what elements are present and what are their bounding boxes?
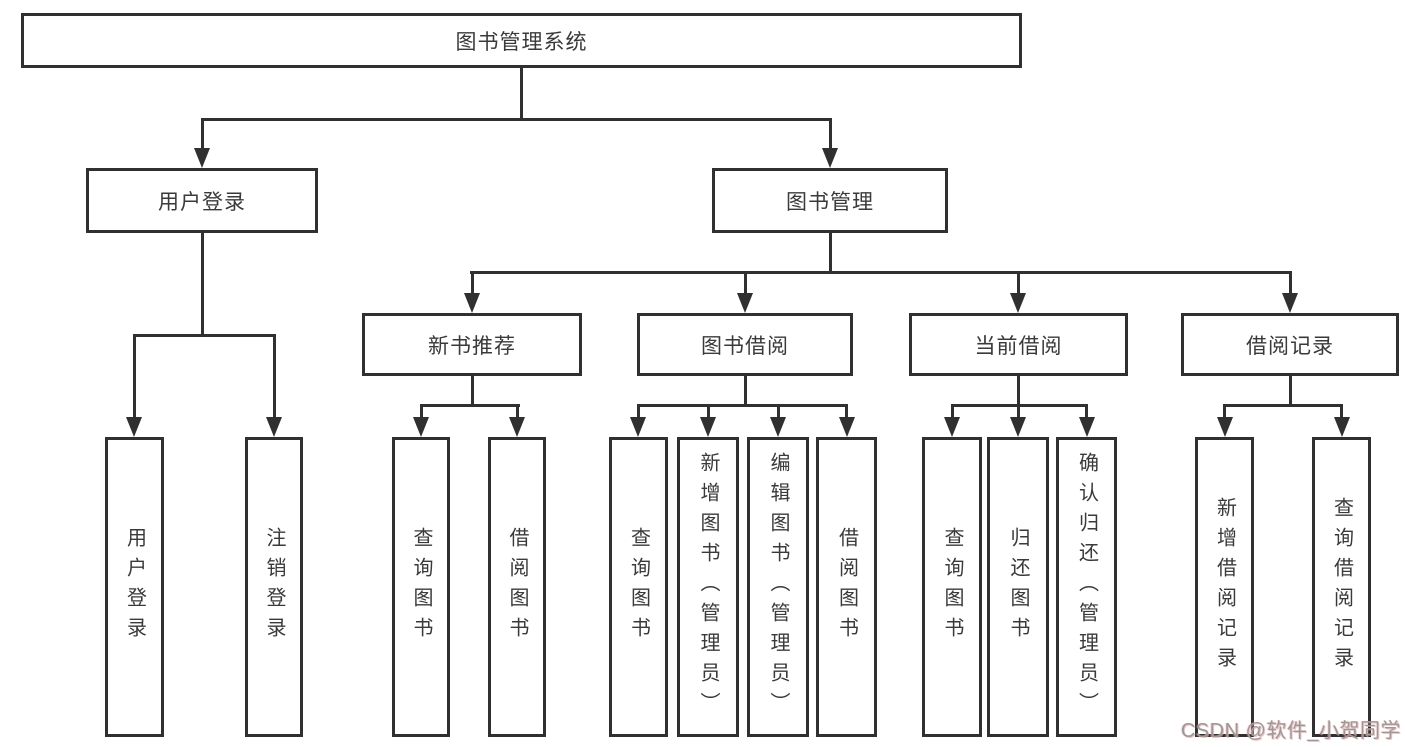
arrowhead-borrow-records (1282, 293, 1298, 313)
connector-arm-leaf-add-book (706, 404, 710, 419)
connector-arm-new-book-recommend (470, 271, 474, 295)
leaf-edit-book-label: 编辑图书（管理员） (767, 452, 789, 722)
connector-arm-leaf-confirm-return (1085, 404, 1088, 419)
arrowhead-leaf-user-login (126, 417, 142, 437)
connector-arm-leaf-return-book (1016, 404, 1020, 419)
node-current-borrowing: 当前借阅 (909, 313, 1128, 376)
connector-arm-leaf-query-book-3 (950, 404, 954, 419)
leaf-return-book-label: 归还图书 (1007, 527, 1029, 647)
leaf-confirm-return: 确认归还（管理员） (1056, 437, 1117, 737)
arrowhead-leaf-confirm-return (1078, 417, 1095, 437)
connector-user-login-split (132, 334, 276, 337)
connector-arm-current-borrowing (1016, 271, 1020, 295)
connector-arm-leaf-query-book-2 (637, 404, 640, 419)
leaf-borrow-book-2-label: 借阅图书 (835, 527, 858, 647)
arrowhead-leaf-borrow-book-2 (838, 417, 855, 437)
arrowhead-leaf-add-borrow-record (1216, 417, 1233, 437)
connector-arm-leaf-query-book-1 (419, 404, 423, 419)
node-book-management: 图书管理 (712, 168, 948, 233)
connector-arm-leaf-borrow-book-1 (515, 404, 519, 419)
leaf-query-borrow-record-label: 查询借阅记录 (1330, 497, 1353, 677)
leaf-query-borrow-record: 查询借阅记录 (1312, 437, 1371, 737)
leaf-add-book: 新增图书（管理员） (677, 437, 739, 737)
connector-arm-borrow-records (1288, 271, 1292, 295)
leaf-logout: 注销登录 (245, 437, 303, 737)
leaf-query-book-3-label: 查询图书 (941, 527, 963, 647)
arrowhead-book-management (822, 148, 838, 168)
leaf-query-book-2: 查询图书 (609, 437, 668, 737)
node-book-management-label: 图书管理 (786, 190, 874, 214)
node-user-login-label: 用户登录 (158, 190, 246, 214)
arrowhead-book-borrowing (737, 293, 753, 313)
connector-arm-user-login (200, 118, 204, 150)
leaf-user-login: 用户登录 (105, 437, 164, 737)
connector-arm-leaf-user-login (132, 334, 136, 419)
leaf-add-borrow-record-label: 新增借阅记录 (1213, 497, 1236, 677)
node-borrow-records: 借阅记录 (1181, 313, 1399, 376)
leaf-query-book-1: 查询图书 (392, 437, 450, 737)
leaf-add-borrow-record: 新增借阅记录 (1195, 437, 1254, 737)
connector-book-borrowing-stub (743, 376, 747, 406)
connector-arm-book-management (828, 118, 832, 150)
leaf-query-book-2-label: 查询图书 (627, 527, 650, 647)
connector-borrow-records-stub (1288, 376, 1292, 406)
leaf-user-login-label: 用户登录 (123, 527, 146, 647)
leaf-add-book-label: 新增图书（管理员） (697, 452, 719, 722)
arrowhead-new-book-recommend (464, 293, 480, 313)
leaf-borrow-book-1-label: 借阅图书 (506, 527, 528, 647)
connector-book-borrowing-split (637, 404, 848, 407)
node-current-borrowing-label: 当前借阅 (974, 334, 1063, 358)
arrowhead-leaf-query-book-2 (630, 417, 646, 437)
node-user-login: 用户登录 (86, 168, 318, 233)
root-node: 图书管理系统 (21, 13, 1022, 68)
connector-arm-book-borrowing (743, 271, 747, 295)
arrowhead-leaf-edit-book (770, 417, 786, 437)
arrowhead-leaf-borrow-book-1 (509, 417, 525, 437)
node-new-book-recommend-label: 新书推荐 (428, 334, 516, 358)
connector-new-book-recommend-split (419, 404, 520, 407)
connector-arm-leaf-edit-book (776, 404, 780, 419)
connector-arm-leaf-borrow-book-2 (845, 404, 848, 419)
root-node-label: 图书管理系统 (455, 30, 588, 54)
leaf-query-book-1-label: 查询图书 (410, 527, 432, 647)
arrowhead-current-borrowing (1010, 293, 1026, 313)
leaf-confirm-return-label: 确认归还（管理员） (1075, 452, 1098, 722)
node-borrow-records-label: 借阅记录 (1246, 334, 1334, 358)
connector-book-management-stub (828, 233, 832, 274)
connector-user-login-stub (200, 233, 204, 336)
connector-arm-leaf-add-borrow-record (1223, 404, 1226, 419)
node-book-borrowing-label: 图书借阅 (701, 334, 789, 358)
arrowhead-leaf-query-book-1 (413, 417, 429, 437)
node-book-borrowing: 图书借阅 (637, 313, 853, 376)
arrowhead-leaf-query-borrow-record (1333, 417, 1350, 437)
connector-arm-leaf-query-borrow-record (1340, 404, 1343, 419)
leaf-query-book-3: 查询图书 (922, 437, 982, 737)
connector-root-stub (519, 68, 523, 121)
connector-arm-leaf-logout (272, 334, 276, 419)
leaf-edit-book: 编辑图书（管理员） (747, 437, 809, 737)
connector-current-borrowing-stub (1016, 376, 1020, 406)
connector-new-book-recommend-stub (470, 376, 474, 406)
leaf-borrow-book-2: 借阅图书 (816, 437, 877, 737)
arrowhead-user-login (194, 148, 210, 168)
arrowhead-leaf-query-book-3 (944, 417, 960, 437)
arrowhead-leaf-return-book (1010, 417, 1026, 437)
connector-borrow-records-split (1223, 404, 1343, 407)
arrowhead-leaf-add-book (700, 417, 716, 437)
leaf-borrow-book-1: 借阅图书 (488, 437, 546, 737)
leaf-return-book: 归还图书 (987, 437, 1049, 737)
arrowhead-leaf-logout (266, 417, 282, 437)
csdn-watermark: CSDN @软件_小贺同学 (1180, 720, 1401, 742)
connector-root-split (200, 118, 832, 121)
connector-book-management-split (469, 271, 1292, 274)
node-new-book-recommend: 新书推荐 (362, 313, 582, 376)
leaf-logout-label: 注销登录 (263, 527, 285, 647)
